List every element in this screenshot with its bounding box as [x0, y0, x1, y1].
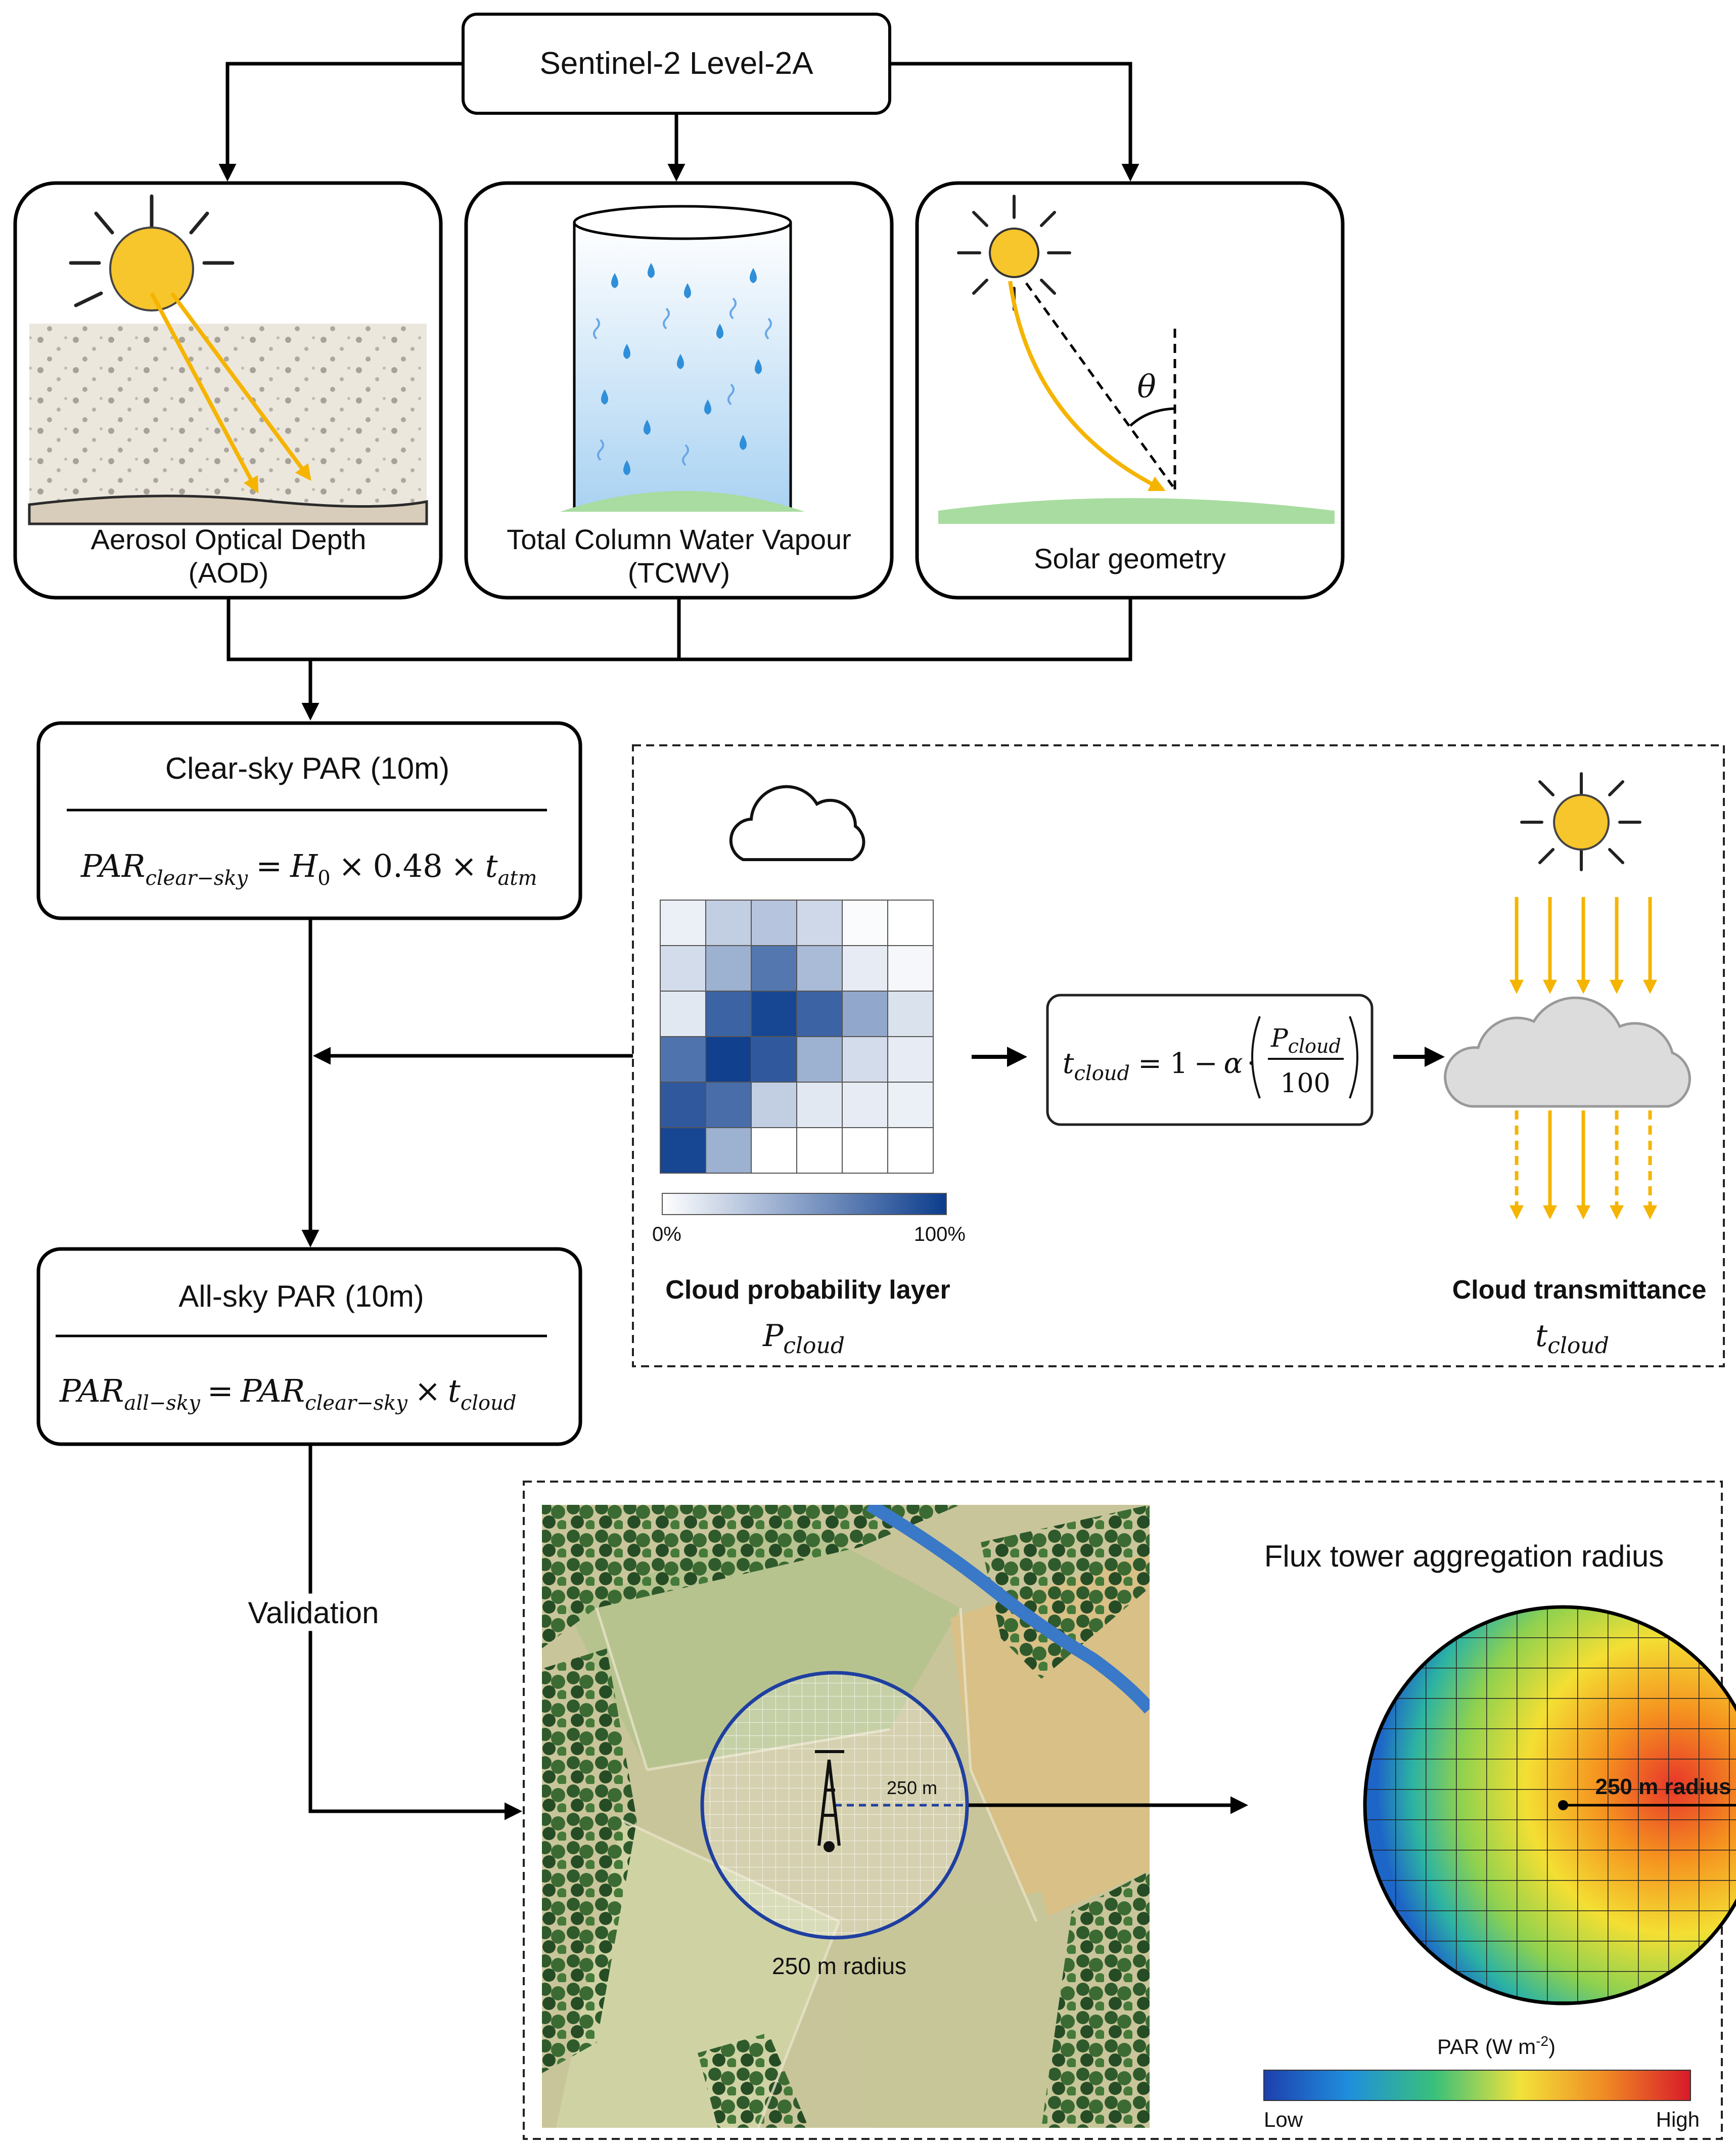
cloud-grid-cell — [842, 945, 888, 992]
cloud-grid-cell — [842, 1082, 888, 1128]
prob-layer-symbol: Pcloud — [762, 1318, 845, 1359]
transmittance-label: Cloud transmittance — [1452, 1275, 1707, 1305]
clear-sky-title: Clear-sky PAR (10m) — [165, 751, 449, 785]
theta-label: θ — [1137, 368, 1156, 405]
scale-min-label: 0% — [652, 1223, 681, 1245]
cloud-grid-cell — [705, 900, 752, 946]
cloud-grid-cell — [887, 945, 934, 992]
cloud-grid-cell — [796, 900, 843, 946]
aod-label-1: Aerosol Optical Depth — [91, 523, 367, 555]
solar-label: Solar geometry — [1034, 543, 1226, 574]
cloud-grid-cell — [751, 1036, 797, 1083]
cloud-grid-cell — [887, 1036, 934, 1083]
aggregation-disc — [1363, 1605, 1736, 2005]
tower-circle — [700, 1671, 969, 1940]
cloud-grid-cell — [796, 1036, 843, 1083]
scale-max-label: 100% — [914, 1223, 966, 1245]
cloud-formula-box — [1046, 994, 1374, 1126]
cloud-grid-cell — [705, 1036, 752, 1083]
cloud-grid-cell — [796, 991, 843, 1037]
cloud-grid-cell — [705, 1127, 752, 1174]
cloud-grid-cell — [842, 991, 888, 1037]
cloud-grid-cell — [751, 991, 797, 1037]
cloud-formula: tcloud=1−α· — [1063, 1047, 1256, 1085]
cloud-grid-cell — [751, 1082, 797, 1128]
source-connectors — [218, 62, 1139, 182]
cloud-grid-cell — [660, 900, 706, 946]
cloud-panel: 0% 100% Cloud probability layer Pcloud t… — [632, 744, 1725, 1367]
cloud-grid-cell — [660, 1127, 706, 1174]
cloud-grid-cell — [705, 991, 752, 1037]
cloud-grid-cell — [796, 945, 843, 992]
flow-connectors — [301, 918, 633, 1820]
aggregation-radius-label: 250 m radius — [1595, 1774, 1731, 1799]
aod-label-2: (AOD) — [189, 557, 269, 589]
cloud-formula-numerator: Pcloud — [1270, 1023, 1341, 1057]
incoming-rays — [1510, 897, 1657, 994]
solar-panel: θ Solar geometry — [915, 181, 1345, 600]
cloud-grid-cell — [751, 945, 797, 992]
water-drop-icons — [601, 263, 762, 475]
map-radius-label: 250 m radius — [772, 1953, 906, 1979]
all-sky-box: All-sky PAR (10m) PARall−sky=PARclear−sk… — [36, 1247, 582, 1446]
cloud-grid-cell — [887, 991, 934, 1037]
cloud-grid-cell — [660, 945, 706, 992]
grey-cloud-icon — [1444, 996, 1691, 1108]
flux-tower-icon — [815, 1750, 844, 1852]
cloud-grid-cell — [660, 991, 706, 1037]
colorbar-low: Low — [1264, 2108, 1303, 2131]
cloud-grid-cell — [705, 945, 752, 992]
aod-rays — [150, 292, 311, 494]
tcwv-panel: Total Column Water Vapour (TCWV) — [464, 181, 894, 600]
transmitted-rays — [1510, 1110, 1657, 1220]
cloud-grid-cell — [705, 1082, 752, 1128]
clear-sky-box: Clear-sky PAR (10m) PARclear−sky=H0×0.48… — [36, 721, 582, 920]
cloud-grid-cell — [751, 900, 797, 946]
tcwv-label-2: (TCWV) — [628, 557, 730, 589]
cloud-grid-cell — [796, 1127, 843, 1174]
cloud-grid-cell — [751, 1127, 797, 1174]
cloud-grid-cell — [887, 1082, 934, 1128]
colorbar-high: High — [1656, 2108, 1700, 2131]
source-label: Sentinel-2 Level-2A — [539, 46, 813, 81]
all-sky-title: All-sky PAR (10m) — [178, 1279, 424, 1313]
aod-panel: Aerosol Optical Depth (AOD) — [13, 181, 443, 600]
tcwv-label-1: Total Column Water Vapour — [507, 523, 851, 555]
cloud-grid-cell — [660, 1036, 706, 1083]
sun-icon — [69, 194, 235, 311]
merge-connectors — [226, 598, 1132, 721]
cloud-formula-denominator: 100 — [1280, 1068, 1330, 1099]
cloud-grid-cell — [796, 1082, 843, 1128]
cloud-grid-cell — [660, 1082, 706, 1128]
sun-icon-small — [957, 195, 1071, 311]
vapour-squiggles — [593, 297, 772, 466]
cloud-grid-cell — [842, 1036, 888, 1083]
sun-icon-right — [1520, 772, 1641, 871]
cloud-grid-cell — [842, 900, 888, 946]
validation-label: Validation — [248, 1596, 379, 1630]
aggregation-title: Flux tower aggregation radius — [1264, 1539, 1664, 1573]
cloud-grid-cell — [887, 900, 934, 946]
transmittance-symbol: tcloud — [1535, 1318, 1609, 1359]
cloud-probability-grid — [660, 900, 934, 1174]
cloud-scale-bar — [662, 1193, 947, 1215]
cloud-grid-cell — [842, 1127, 888, 1174]
all-sky-formula: PARall−sky=PARclear−sky×tcloud — [59, 1372, 516, 1415]
cloud-grid-cell — [887, 1127, 934, 1174]
par-colorbar — [1263, 2070, 1691, 2101]
clear-sky-formula: PARclear−sky=H0×0.48×tatm — [80, 847, 537, 890]
map-distance-label: 250 m — [887, 1777, 937, 1798]
prob-layer-label: Cloud probability layer — [665, 1275, 950, 1305]
validation-panel: 250 m 250 m radius Flux tower aggregatio… — [523, 1481, 1736, 2140]
cloud-outline-icon — [729, 785, 865, 861]
colorbar-title: PAR (W m-2) — [1437, 2033, 1556, 2059]
